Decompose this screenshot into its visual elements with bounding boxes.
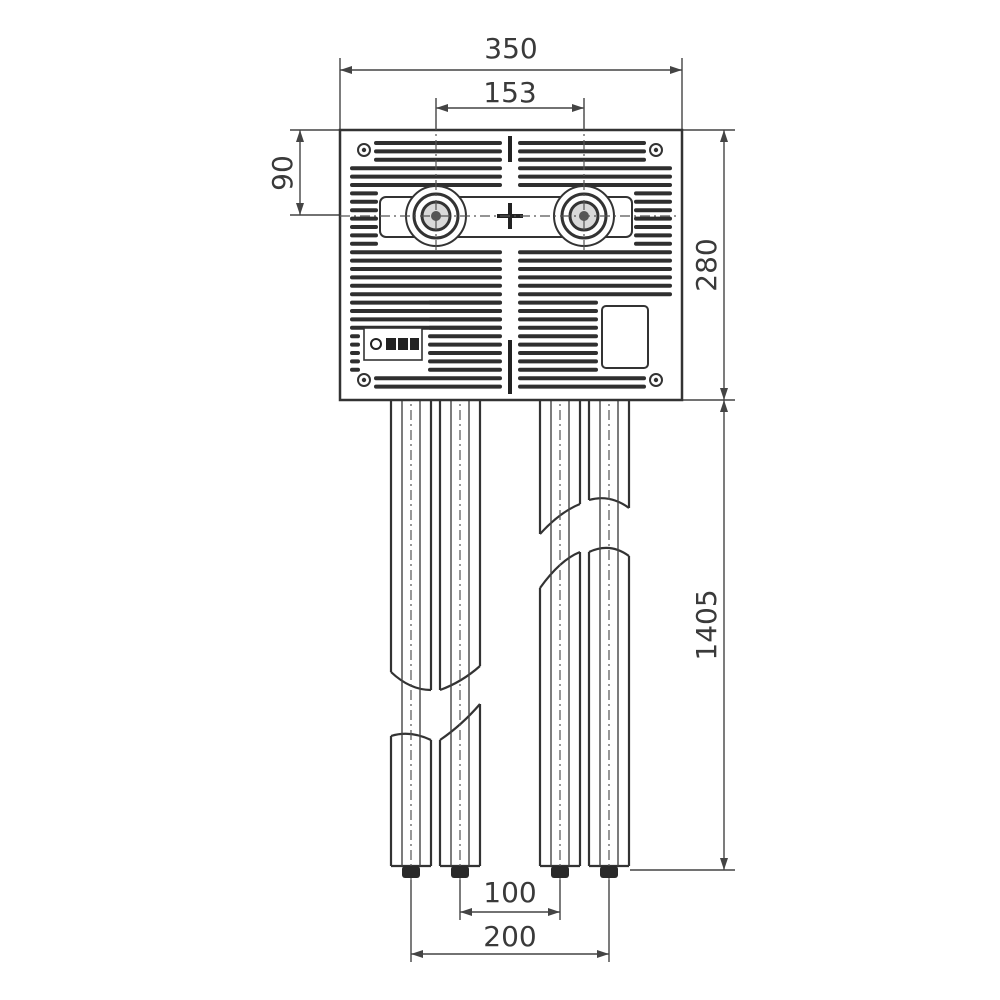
dimension-pipe-spacing-inner: 100 xyxy=(483,876,536,909)
dimension-lines xyxy=(290,58,735,962)
pipe-3 xyxy=(538,400,582,868)
pipes xyxy=(389,370,631,880)
dimension-box-height: 280 xyxy=(690,238,723,291)
pipe-4 xyxy=(587,400,631,868)
housing-box xyxy=(338,100,684,402)
dimension-pipe-length: 1405 xyxy=(690,589,723,660)
ventilation-grille xyxy=(350,141,672,389)
pipe-2 xyxy=(438,400,482,868)
label-window xyxy=(601,305,649,369)
dimension-height-to-axis: 90 xyxy=(266,155,299,191)
dimension-connection-spacing: 153 xyxy=(483,76,536,109)
dimension-overall-width: 350 xyxy=(484,32,537,65)
pipe-1 xyxy=(389,400,433,868)
corner-screws xyxy=(357,143,663,387)
pipe-end-fittings xyxy=(402,866,618,878)
brand-logo xyxy=(363,327,423,361)
dimension-pipe-spacing-outer: 200 xyxy=(483,920,536,953)
